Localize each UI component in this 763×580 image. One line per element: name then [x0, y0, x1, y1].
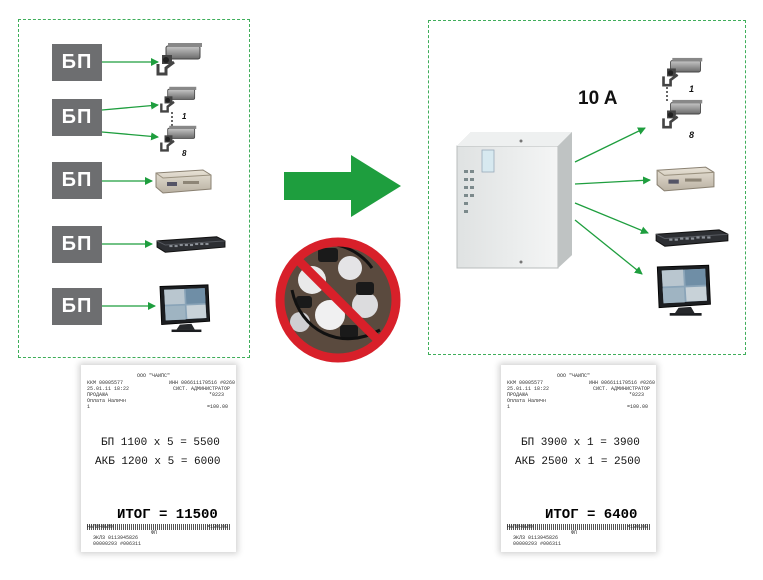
psu-label: БП	[61, 106, 93, 128]
receipt-header-right-1: СИСТ. АДМИНИСТРАТОР	[173, 386, 231, 392]
receipt-header-left-4: 1	[87, 404, 91, 410]
connector-arrow	[101, 101, 159, 111]
receipt-right: ООО "ЧАИПС" ККМ 00005577 25.01.11 18:22 …	[501, 365, 656, 552]
receipt-header-right-0: ИНН 006611170516 #0260	[169, 380, 236, 386]
monitor-icon	[656, 264, 711, 317]
psu-block-monitor: БП	[52, 288, 102, 325]
camera-icon	[662, 99, 704, 129]
network-switch-icon	[655, 229, 729, 247]
psu-label: БП	[61, 51, 93, 73]
connector-arrow	[574, 176, 651, 185]
psu-block-camera: БП	[52, 44, 102, 81]
receipt-footer-doc: 00000293 #006311	[513, 541, 562, 547]
receipt-footer-eklz: ЭКЛЗ 0113945826	[513, 535, 559, 541]
psu-label: БП	[61, 233, 93, 255]
psu-label: БП	[61, 169, 93, 191]
camera-number-label: 1	[182, 112, 187, 121]
monitor-icon	[159, 284, 211, 333]
camera-icon	[156, 42, 204, 76]
receipt-header-left-1: 25.01.11 18:22	[87, 386, 130, 392]
receipt-total: ИТОГ = 11500	[117, 507, 218, 523]
receipt-header-left-0: ККМ 00005577	[87, 380, 124, 386]
connector-arrow	[574, 202, 649, 235]
video-recorder-icon	[656, 166, 715, 192]
receipt-header-right-0: ИНН 006611170516 #0260	[589, 380, 656, 386]
psu-block-recorder: БП	[52, 162, 102, 199]
receipt-separator	[87, 524, 230, 530]
connector-arrow	[574, 219, 643, 275]
receipt-left: ООО "ЧАИПС" ККМ 00005577 25.01.11 18:22 …	[81, 365, 236, 552]
receipt-footer-fp: ФП	[571, 530, 578, 536]
receipt-org: ООО "ЧАИПС"	[557, 373, 591, 379]
receipt-header-left-1: 25.01.11 18:22	[507, 386, 550, 392]
receipt-header-right-1: СИСТ. АДМИНИСТРАТОР	[593, 386, 651, 392]
video-recorder-icon	[155, 169, 212, 194]
receipt-header-left-0: ККМ 00005577	[507, 380, 544, 386]
psu-block-camera-group: БП	[52, 99, 102, 136]
camera-number-label: 8	[689, 130, 694, 140]
right-scheme-frame	[428, 20, 746, 355]
camera-icon	[160, 125, 198, 152]
receipt-total: ИТОГ = 6400	[545, 507, 638, 523]
receipt-line-psu: БП 3900 x 1 = 3900	[521, 437, 640, 449]
camera-icon	[662, 57, 704, 87]
camera-icon	[160, 86, 198, 113]
receipt-org: ООО "ЧАИПС"	[137, 373, 171, 379]
receipt-header-left-2: ПРОДАЖА	[87, 392, 109, 398]
receipt-footer-amount: =100.00	[627, 524, 649, 530]
receipt-header-right-2: *0223	[209, 392, 225, 398]
receipt-line-psu: БП 1100 x 5 = 5500	[101, 437, 220, 449]
psu-label: БП	[61, 295, 93, 317]
forbidden-adapters-icon	[275, 237, 401, 363]
receipt-header-left-3: Оплата Наличн	[507, 398, 547, 404]
network-switch-icon	[156, 236, 226, 253]
receipt-footer-doc: 00000293 #006311	[93, 541, 142, 547]
psu-block-switch: БП	[52, 226, 102, 263]
receipt-header-left-3: Оплата Наличн	[87, 398, 127, 404]
receipt-separator	[507, 524, 650, 530]
receipt-footer-cash: НАЛИЧНЫМИ	[87, 524, 115, 530]
receipt-header-left-4: 1	[507, 404, 511, 410]
receipt-footer-fp: ФП	[151, 530, 158, 536]
receipt-header-right-4: =100.00	[627, 404, 649, 410]
connector-arrow	[101, 131, 159, 141]
transition-arrow-icon	[284, 155, 401, 217]
receipt-header-left-2: ПРОДАЖА	[507, 392, 529, 398]
camera-number-label: 8	[182, 149, 187, 158]
receipt-line-battery: АКБ 1200 x 5 = 6000	[95, 456, 221, 468]
receipt-header-right-2: *0223	[629, 392, 645, 398]
power-supply-cabinet-icon	[456, 132, 572, 269]
receipt-footer-eklz: ЭКЛЗ 0113945826	[93, 535, 139, 541]
receipt-line-battery: АКБ 2500 x 1 = 2500	[515, 456, 641, 468]
camera-number-label: 1	[689, 84, 694, 94]
current-rating-label: 10 A	[578, 88, 618, 109]
connector-arrow	[574, 127, 646, 163]
left-scheme-frame	[18, 19, 250, 358]
receipt-footer-cash: НАЛИЧНЫМИ	[507, 524, 535, 530]
receipt-header-right-4: =100.00	[207, 404, 229, 410]
receipt-footer-amount: =100.00	[207, 524, 229, 530]
